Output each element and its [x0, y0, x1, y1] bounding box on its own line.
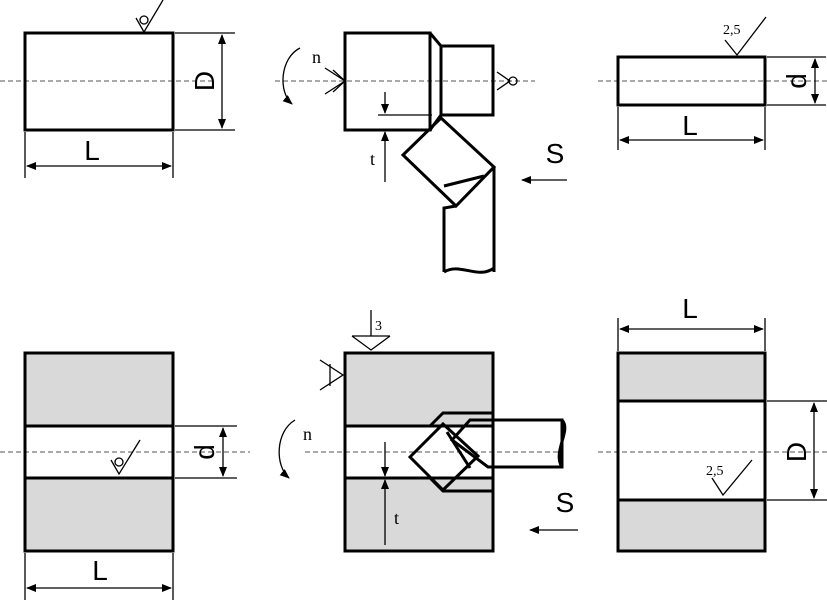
label-L: L [682, 110, 698, 141]
bore [616, 399, 767, 502]
wall-top [343, 351, 495, 428]
label-L: L [682, 293, 698, 324]
label-t: t [370, 149, 375, 169]
roughness-symbol [110, 439, 141, 476]
label-S: S [556, 487, 575, 518]
internal-boring: 3 n t S [278, 310, 578, 553]
shaft-body [616, 55, 767, 107]
wall-bottom [343, 476, 495, 553]
wall-top [23, 351, 175, 428]
chuck-mark [319, 359, 345, 391]
roughness-symbol [135, 0, 164, 34]
cutting-tool [400, 115, 497, 274]
label-n: n [303, 424, 312, 444]
finished-bushing: 2,5 L D [598, 293, 827, 553]
bushing-blank: d L [0, 351, 250, 600]
finished-shaft: 2,5 d L [598, 16, 827, 150]
rotation-arrow [282, 47, 301, 105]
boring-tool [407, 418, 567, 493]
roughness-symbol: 3 [351, 310, 391, 351]
wall-bottom [616, 498, 767, 553]
blank-cylinder-top: D L [0, 0, 235, 178]
roughness-symbol: 2,5 [706, 459, 753, 497]
label-S: S [546, 138, 565, 169]
roughness-value: 2,5 [723, 23, 741, 38]
wall-top [616, 351, 767, 403]
blank-body [23, 31, 175, 132]
roughness-symbol: 2,5 [723, 16, 767, 57]
label-L: L [92, 555, 108, 586]
label-t: t [394, 508, 399, 528]
label-D: D [189, 71, 220, 91]
label-D: D [781, 442, 812, 462]
label-d: d [189, 444, 220, 460]
label-n: n [312, 47, 321, 67]
rotation-arrow [278, 419, 296, 479]
label-L: L [84, 135, 100, 166]
roughness-value: 3 [375, 319, 382, 334]
label-d: d [781, 73, 812, 89]
roughness-symbol [496, 71, 518, 91]
roughness-value: 2,5 [706, 464, 724, 479]
external-turning: n t S [275, 31, 567, 274]
wall-bottom [23, 476, 175, 553]
workpiece-turned [439, 44, 495, 117]
